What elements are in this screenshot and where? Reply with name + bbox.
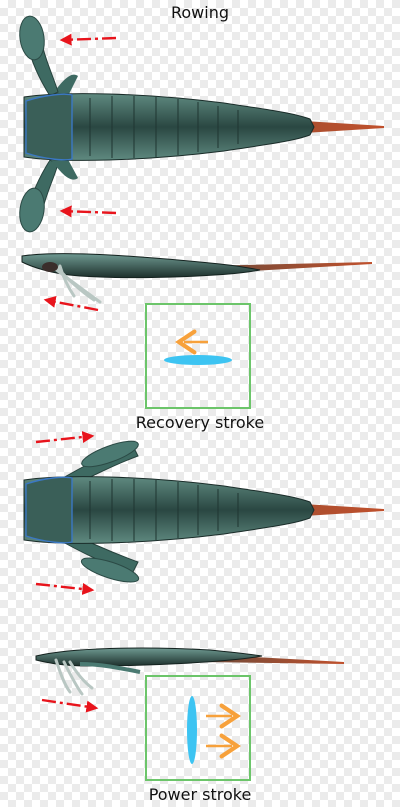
power-top-view [23, 440, 385, 583]
power-motion-arrows-top [35, 431, 95, 595]
recovery-side-view [21, 253, 372, 304]
recovery-stroke-box [145, 303, 251, 409]
recovery-motion-arrow-side [43, 295, 99, 312]
paddle-blade-edge-on [164, 355, 232, 365]
power-stroke-caption: Power stroke [148, 785, 252, 804]
power-side-view [35, 647, 344, 696]
recovery-stroke-caption: Recovery stroke [135, 413, 265, 432]
recovery-motion-arrows-top [59, 33, 117, 218]
power-stroke-box [145, 675, 251, 781]
diagram-title: Rowing [170, 3, 229, 22]
power-motion-arrow-side [41, 698, 99, 713]
recovery-top-view [19, 15, 385, 233]
paddle-blade-face-on [187, 696, 197, 764]
